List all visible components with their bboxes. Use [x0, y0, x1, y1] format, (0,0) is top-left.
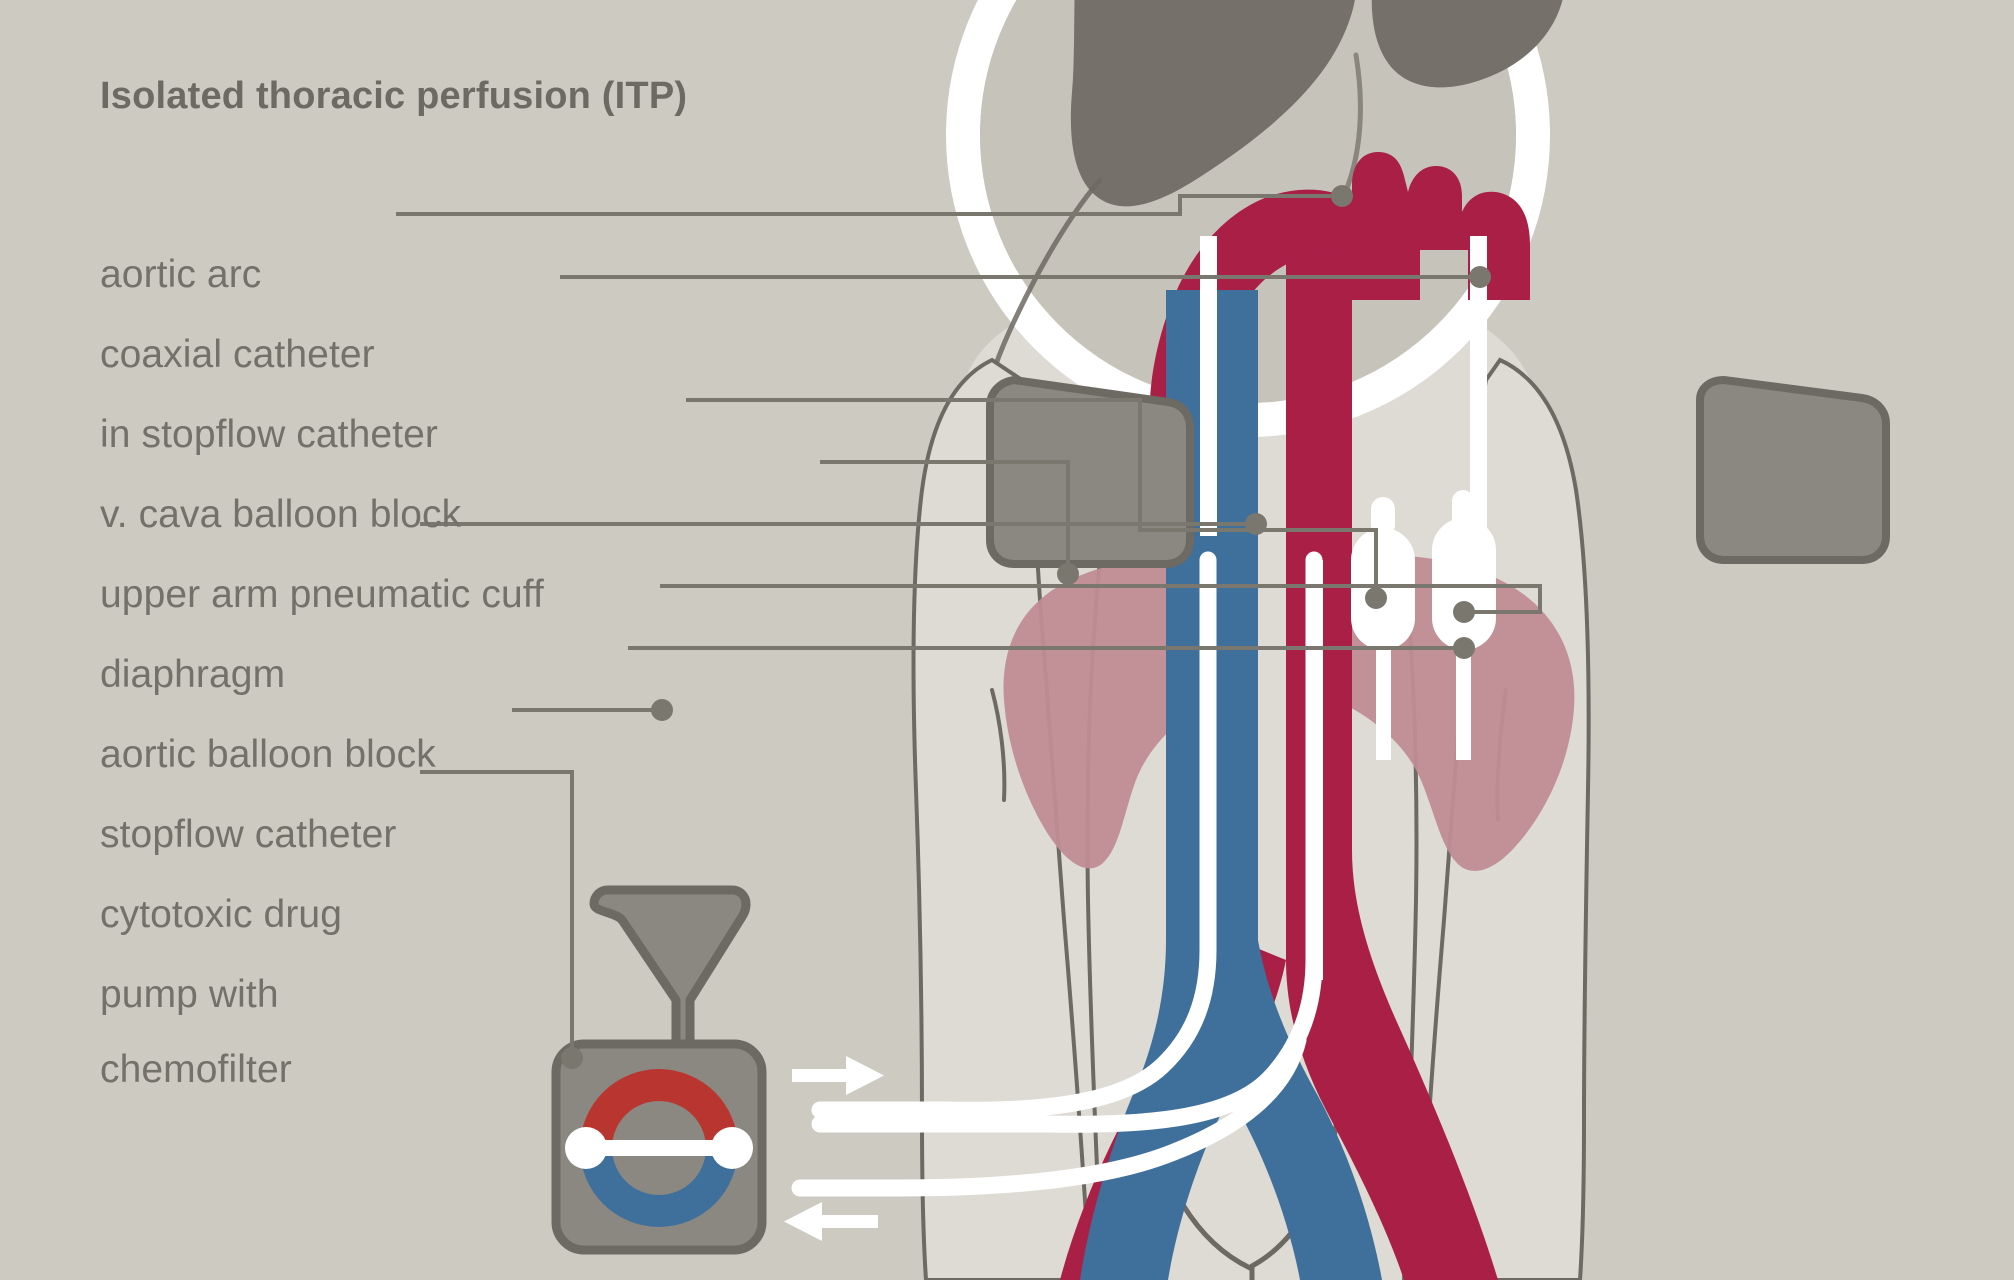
cytotoxic-drug-funnel[interactable]	[589, 885, 751, 1051]
arrow-out-icon	[792, 1056, 884, 1095]
arrow-in-icon	[784, 1202, 878, 1241]
dot-pump	[561, 1047, 583, 1069]
cuff-left-arm	[986, 376, 1194, 568]
pump-rotor-hub-left	[565, 1127, 607, 1169]
dot-diaphragm	[1245, 513, 1267, 535]
return-line-lower	[791, 1031, 1307, 1197]
leader-aortic-balloon-seg	[1464, 586, 1542, 614]
cuff-right-arm	[1696, 376, 1890, 564]
pump-rotor-bar	[580, 1140, 738, 1156]
cava-catheter-run	[811, 551, 1217, 1119]
pump-device[interactable]	[551, 885, 884, 1255]
aortic-catheter-shaft	[1470, 236, 1487, 536]
dot-stopflow	[1453, 637, 1475, 659]
vcava-balloon-block	[1351, 497, 1415, 760]
dot-coaxial-catheter	[1469, 266, 1491, 288]
dot-aortic-arc	[1331, 185, 1353, 207]
dot-cytotoxic	[651, 699, 673, 721]
leader-aortic-arc	[396, 194, 1340, 216]
pump-rotor-red	[580, 1069, 738, 1148]
aortic-catheter-run	[811, 551, 1323, 1133]
aorta-descending	[1286, 230, 1498, 1280]
cava-catheter-shaft	[1200, 236, 1217, 536]
leader-pump	[420, 770, 574, 1058]
pump-rotor-blue	[580, 1148, 738, 1227]
hair-left	[1070, 0, 1355, 207]
vena-cava-group	[1080, 290, 1382, 1280]
hair-right	[1371, 0, 1563, 88]
leader-arm-cuff	[820, 460, 1070, 574]
pump-rotor-hub-right	[711, 1127, 753, 1169]
leader-lines	[396, 185, 1542, 1069]
catheter-group	[791, 236, 1496, 1197]
iliac-right-vein	[1200, 940, 1382, 1280]
arm-left-fold	[990, 688, 1007, 802]
dot-arm-cuff	[1057, 563, 1079, 585]
